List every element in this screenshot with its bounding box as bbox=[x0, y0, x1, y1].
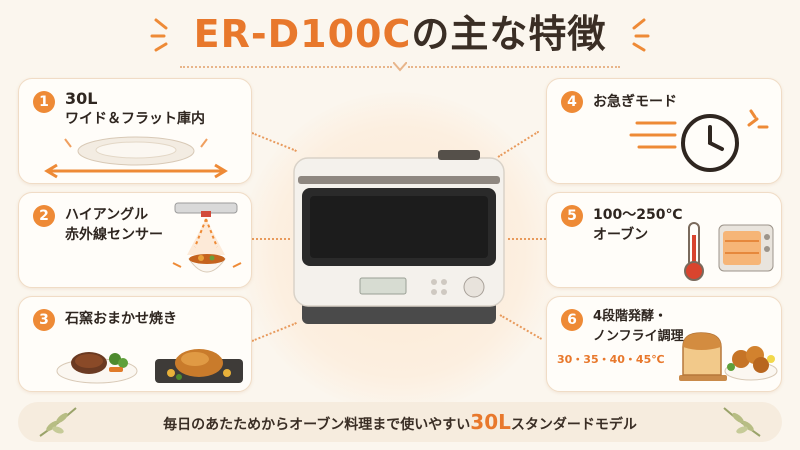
feature-card-6: 6 4段階発酵・ ノンフライ調理 30・35・40・45℃ bbox=[546, 296, 782, 392]
curry-bowl-icon bbox=[172, 254, 242, 273]
footer-highlight: 30L bbox=[470, 410, 511, 434]
feature-card-3: 3 石窯おまかせ焼き bbox=[18, 296, 252, 392]
title-rest: の主な特徴 bbox=[411, 12, 607, 56]
roast-chicken-icon bbox=[155, 349, 243, 383]
title-divider-right bbox=[408, 66, 620, 68]
feature-3-title: 石窯おまかせ焼き bbox=[65, 311, 177, 327]
footer-text-before: 毎日のあたためからオーブン料理まで使いやすい bbox=[163, 417, 471, 433]
title-pointer-icon bbox=[393, 62, 407, 72]
plate-icon bbox=[44, 136, 228, 179]
feature-2-title: ハイアングル bbox=[65, 207, 149, 223]
leaf-left-icon bbox=[39, 407, 77, 437]
title-area: ER-D100Cの主な特徴 bbox=[0, 6, 800, 66]
feature-5-subtitle: オーブン bbox=[593, 227, 649, 243]
feature-card-4: 4 お急ぎモード bbox=[546, 78, 782, 184]
feature-number-5: 5 bbox=[561, 205, 583, 227]
connector-2 bbox=[252, 238, 290, 240]
clock-icon bbox=[681, 114, 739, 172]
toaster-oven-icon bbox=[718, 224, 774, 272]
spark-left-icon bbox=[150, 18, 168, 52]
feature-6-subtitle: ノンフライ調理 bbox=[593, 329, 684, 344]
feature-number-4: 4 bbox=[561, 91, 583, 113]
feature-6-title: 4段階発酵・ bbox=[593, 309, 668, 324]
feature-4-title: お急ぎモード bbox=[593, 94, 677, 110]
speed-lines-icon bbox=[629, 121, 677, 149]
feature-5-title: 100〜250℃ bbox=[593, 207, 683, 223]
footer-text-after: スタンダードモデル bbox=[510, 417, 637, 433]
bread-loaf-icon bbox=[679, 332, 727, 381]
feature-number-6: 6 bbox=[561, 309, 583, 331]
title-model: ER-D100C bbox=[193, 12, 412, 56]
feature-card-2: 2 ハイアングル 赤外線センサー bbox=[18, 192, 252, 288]
title-divider-left bbox=[180, 66, 392, 68]
footer-banner: 毎日のあたためからオーブン料理まで使いやすい30Lスタンダードモデル bbox=[18, 402, 782, 442]
thermometer-icon bbox=[684, 222, 704, 281]
microwave-oven bbox=[293, 150, 505, 324]
feature-1-subtitle: ワイド＆フラット庫内 bbox=[65, 111, 205, 127]
page-title: ER-D100Cの主な特徴 bbox=[0, 6, 800, 62]
fried-chicken-icon bbox=[724, 346, 778, 381]
feature-2-subtitle: 赤外線センサー bbox=[65, 227, 163, 243]
fermentation-temperatures: 30・35・40・45℃ bbox=[557, 353, 665, 366]
feature-number-2: 2 bbox=[33, 205, 55, 227]
spark-icon bbox=[747, 109, 769, 129]
feature-card-5: 5 100〜250℃ オーブン bbox=[546, 192, 782, 288]
feature-card-1: 1 30L ワイド＆フラット庫内 bbox=[18, 78, 252, 184]
feature-1-title: 30L bbox=[65, 89, 98, 108]
leaf-right-icon bbox=[723, 407, 761, 437]
connector-5 bbox=[508, 238, 546, 240]
feature-number-3: 3 bbox=[33, 309, 55, 331]
feature-number-1: 1 bbox=[33, 91, 55, 113]
spark-right-icon bbox=[632, 18, 650, 52]
steak-plate-icon bbox=[56, 352, 138, 384]
sensor-icon bbox=[174, 202, 238, 255]
